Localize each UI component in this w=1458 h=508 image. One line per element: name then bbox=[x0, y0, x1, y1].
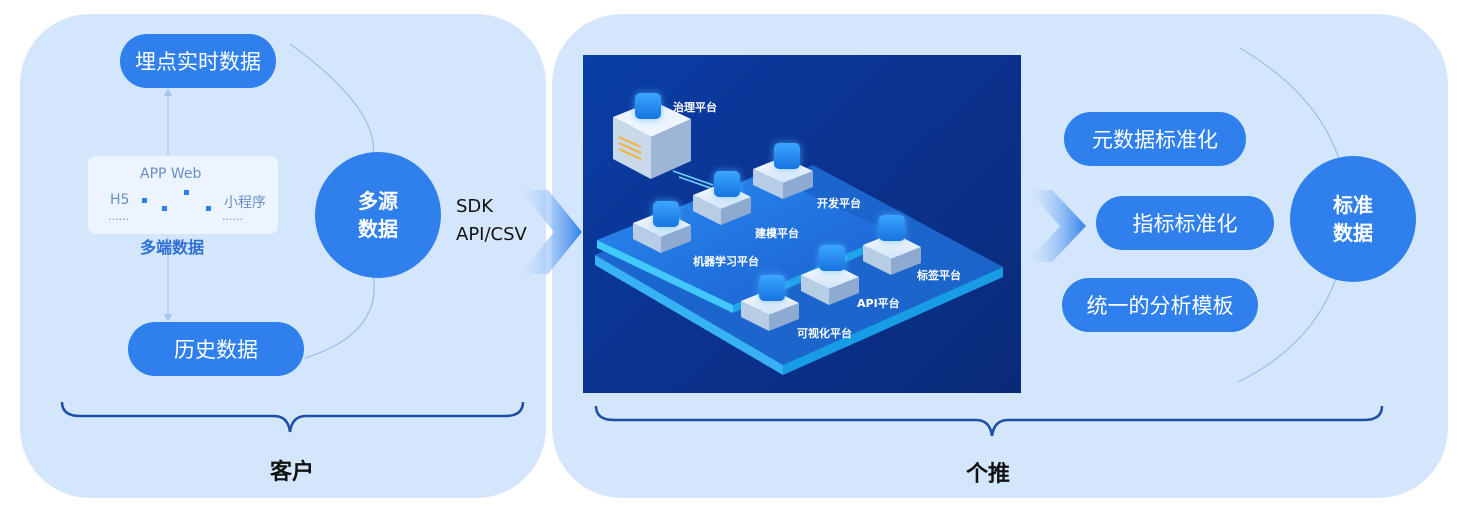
modeling-platform-label: 建模平台 bbox=[755, 227, 799, 240]
standard-data-circle: 标准数据 bbox=[1290, 156, 1416, 282]
metadata-standardization-pill: 元数据标准化 bbox=[1064, 112, 1246, 166]
link-icon bbox=[819, 245, 845, 271]
multi-source-circle: 多源数据 bbox=[315, 152, 441, 278]
realtime-tracking-pill: 埋点实时数据 bbox=[120, 34, 276, 88]
metric-standardization-pill: 指标标准化 bbox=[1096, 196, 1274, 250]
sdk-label: SDK bbox=[456, 196, 494, 217]
code-icon bbox=[774, 143, 800, 169]
customer-label: 客户 bbox=[270, 460, 315, 485]
development-platform-label: 开发平台 bbox=[817, 197, 861, 210]
brain-icon bbox=[653, 201, 679, 227]
ellipsis-right: ...... bbox=[222, 210, 243, 223]
tagging-platform-label: 标签平台 bbox=[917, 269, 961, 282]
multi-source-line1: 多源 bbox=[358, 189, 398, 213]
flow-arrow-right bbox=[1028, 190, 1086, 262]
flow-arrow-left bbox=[520, 190, 582, 274]
api-csv-label: API/CSV bbox=[456, 224, 527, 245]
tag-icon bbox=[879, 215, 905, 241]
multi-terminal-caption: 多端数据 bbox=[140, 238, 205, 257]
platform-illustration: 治理平台 开发平台 建模平台 机器学习平台 标签平台 API平台 可视化平台 bbox=[583, 55, 1021, 393]
unified-template-pill: 统一的分析模板 bbox=[1062, 278, 1258, 332]
getui-brace bbox=[594, 405, 1384, 437]
api-platform-label: API平台 bbox=[857, 297, 900, 310]
historical-data-pill: 历史数据 bbox=[128, 322, 304, 376]
governance-platform-label: 治理平台 bbox=[673, 101, 717, 114]
h5-label: H5 bbox=[110, 192, 130, 208]
cube-icon bbox=[714, 171, 740, 197]
ml-platform-label: 机器学习平台 bbox=[693, 255, 759, 268]
mini-program-label: 小程序 bbox=[224, 195, 266, 211]
standard-data-line1: 标准 bbox=[1333, 193, 1373, 217]
visualization-platform-label: 可视化平台 bbox=[797, 327, 852, 340]
app-web-label: APP Web bbox=[140, 166, 202, 182]
terminal-dot-2 bbox=[162, 206, 167, 211]
standard-data-line2: 数据 bbox=[1333, 221, 1373, 245]
multi-source-line2: 数据 bbox=[358, 217, 398, 241]
terminal-dot-1 bbox=[142, 198, 147, 203]
getui-label: 个推 bbox=[966, 462, 1011, 487]
governance-icon bbox=[635, 93, 661, 119]
bar-chart-icon bbox=[759, 275, 785, 301]
transfer-methods: SDK API/CSV bbox=[456, 193, 527, 249]
ellipsis-left: ...... bbox=[108, 210, 129, 223]
terminal-dot-4 bbox=[206, 206, 211, 211]
customer-brace bbox=[60, 401, 525, 433]
terminal-dot-3 bbox=[184, 190, 189, 195]
multi-terminal-card: APP Web H5 小程序 ...... ...... bbox=[88, 156, 278, 234]
